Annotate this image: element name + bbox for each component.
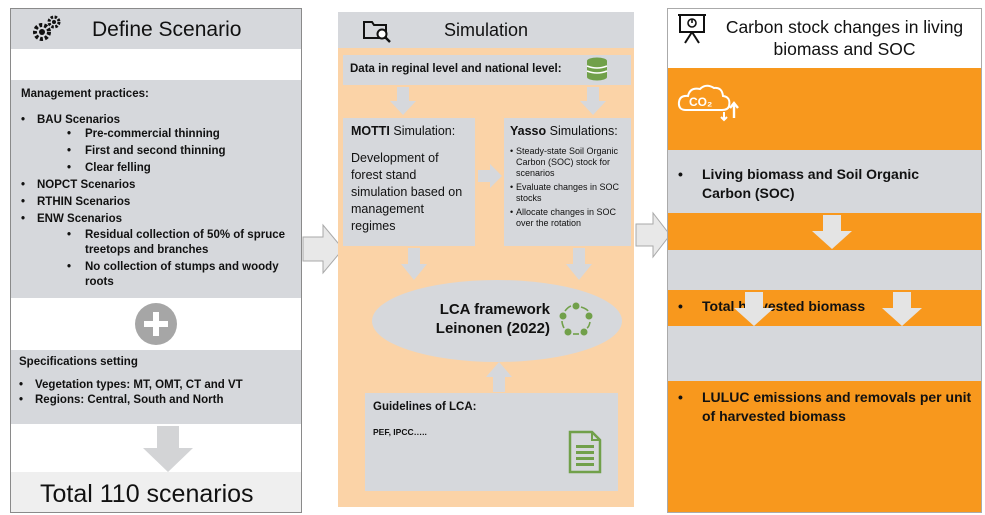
define-scenario-header: [11, 9, 301, 49]
right-arrow: [478, 164, 502, 188]
motti-heading: MOTTI Simulation:: [351, 124, 456, 138]
co2-label: CO₂: [689, 95, 712, 109]
cycle-icon: [556, 300, 596, 345]
database-icon: [584, 56, 610, 87]
management-box: Management practices: BAU Scenarios Pre-…: [11, 80, 301, 298]
specifications-heading: Specifications setting: [19, 356, 138, 368]
down-arrow: [580, 87, 606, 115]
down-arrow: [390, 87, 416, 115]
living-biomass-text: Living biomass and Soil Organic Carbon (…: [678, 165, 963, 203]
motti-box: MOTTI Simulation: Development of forest …: [343, 118, 475, 246]
total-scenarios: Total 110 scenarios: [40, 480, 254, 508]
right-arrow: [635, 211, 671, 259]
data-level-text: Data in reginal level and national level…: [350, 63, 562, 75]
simulation-title: Simulation: [444, 20, 529, 40]
carbon-orange-area: [668, 68, 981, 512]
right-arrow: [302, 223, 344, 275]
bau-sub-item: First and second thinning: [67, 143, 291, 160]
yasso-item: Allocate changes in SOC over the rotatio…: [510, 207, 625, 229]
down-arrow: [401, 248, 427, 280]
nopct-scenarios: NOPCT Scenarios: [21, 177, 291, 194]
gears-icon: [30, 14, 66, 49]
lca-line2: Leinonen (2022): [435, 320, 550, 337]
presentation-icon: [677, 13, 707, 50]
document-icon: [568, 430, 602, 479]
up-arrow: [486, 362, 512, 392]
enw-sub-item: No collection of stumps and woody roots: [67, 260, 287, 290]
down-arrow: [143, 426, 193, 472]
spec-item: Regions: Central, South and North: [19, 393, 293, 408]
specifications-box: Specifications setting Vegetation types:…: [11, 350, 301, 424]
total-harvested-box: [668, 250, 981, 290]
luluc-box: [668, 326, 981, 381]
simulation-header: [338, 12, 634, 48]
enw-scenarios: ENW Scenarios: [21, 211, 291, 228]
down-arrow: [566, 248, 592, 280]
down-arrow: [882, 292, 922, 326]
rthin-scenarios: RTHIN Scenarios: [21, 194, 291, 211]
luluc-text: LULUC emissions and removals per unit of…: [678, 388, 973, 426]
enw-sub-item: Residual collection of 50% of spruce tre…: [67, 228, 287, 258]
total-scenarios-box: [11, 472, 301, 512]
co2-cloud-icon: CO₂: [676, 82, 752, 127]
motti-body: Development of forest stand simulation b…: [351, 151, 463, 233]
yasso-item: Steady-state Soil Organic Carbon (SOC) s…: [510, 146, 625, 179]
define-scenario-title: Define Scenario: [92, 18, 242, 41]
yasso-box: Yasso Simulations: Steady-state Soil Org…: [504, 118, 631, 246]
bau-sub-item: Pre-commercial thinning: [67, 126, 291, 143]
carbon-stock-title: Carbon stock changes in living biomass a…: [725, 17, 964, 59]
down-arrow: [812, 215, 852, 249]
guidelines-body: PEF, IPCC…..: [373, 427, 427, 437]
bau-scenarios: BAU Scenarios: [21, 114, 291, 126]
spec-item: Vegetation types: MT, OMT, CT and VT: [19, 378, 293, 393]
bau-sub-item: Clear felling: [67, 160, 291, 177]
plus-icon: [134, 302, 178, 351]
lca-framework-ellipse: [372, 280, 622, 362]
lca-framework-label: LCA framework Leinonen (2022): [418, 300, 550, 338]
lca-line1: LCA framework: [439, 301, 550, 318]
guidelines-box: Guidelines of LCA: PEF, IPCC…..: [365, 393, 618, 491]
down-arrow: [734, 292, 774, 326]
management-heading: Management practices:: [21, 88, 149, 100]
data-level-box: [343, 55, 631, 85]
guidelines-heading: Guidelines of LCA:: [373, 401, 477, 413]
yasso-heading: Yasso Simulations:: [510, 124, 618, 138]
folder-search-icon: [362, 16, 392, 49]
yasso-item: Evaluate changes in SOC stocks: [510, 182, 625, 204]
